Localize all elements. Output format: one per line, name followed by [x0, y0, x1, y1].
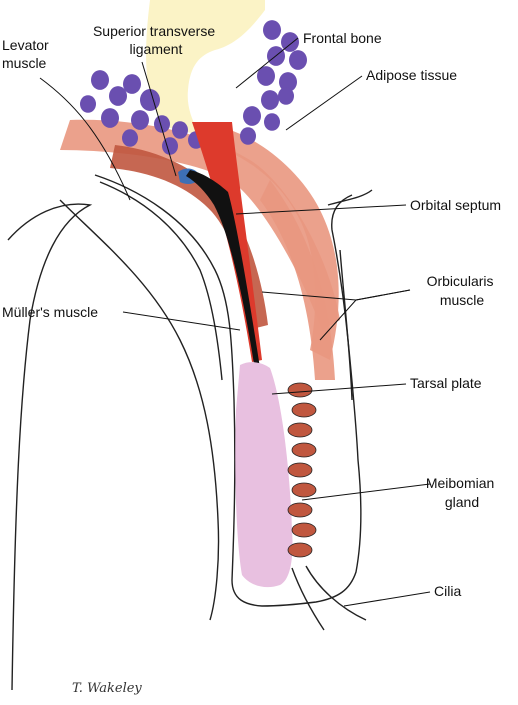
adipose-lobule	[240, 127, 256, 145]
adipose-lobule	[123, 74, 141, 94]
globe-outline	[59, 199, 220, 621]
adipose-lobule	[243, 106, 261, 126]
leader-adipose-tissue	[285, 75, 363, 131]
gland-lobule	[291, 402, 317, 418]
leader-meibomian-gland	[301, 483, 431, 501]
adipose-lobule	[91, 70, 109, 90]
cilia-shape	[291, 565, 367, 631]
label-meibomian-gland: Meibomian gland	[426, 475, 498, 510]
label-frontal-bone: Frontal bone	[303, 30, 382, 46]
label-orbital-septum: Orbital septum	[410, 197, 501, 213]
gland-lobule	[287, 422, 313, 438]
frontal-bone-shape	[146, 0, 265, 135]
label-tarsal-plate: Tarsal plate	[410, 375, 482, 391]
adipose-lobule	[257, 66, 275, 86]
gland-lobule	[287, 502, 313, 518]
leader-superior-transverse-ligament	[141, 61, 177, 177]
gland-lobule	[291, 522, 317, 538]
adipose-lobule	[263, 20, 281, 40]
label-superior-transverse-ligament: Superior transverse ligament	[93, 23, 219, 57]
leader-cilia	[343, 591, 431, 607]
gland-lobule	[291, 482, 317, 498]
label-mullers-muscle: Müller's muscle	[2, 304, 98, 320]
artist-signature: T. Wakeley	[72, 681, 142, 696]
adipose-lobule	[140, 89, 160, 111]
adipose-lobule	[278, 87, 294, 105]
adipose-lobule	[172, 121, 188, 139]
leader-frontal-bone	[235, 37, 299, 89]
adipose-lobule	[281, 32, 299, 52]
gland-lobule	[291, 442, 317, 458]
label-cilia: Cilia	[434, 583, 461, 599]
leader-levator	[39, 77, 131, 201]
adipose-tissue-shape	[80, 20, 307, 155]
tarsal-plate-shape	[235, 362, 293, 588]
leader-mullers-muscle	[122, 311, 241, 331]
adipose-lobule	[289, 50, 307, 70]
label-levator-muscle: Levator muscle	[2, 37, 53, 71]
label-adipose-tissue: Adipose tissue	[366, 67, 457, 83]
leader-lines	[39, 37, 431, 607]
orbicularis-muscle-shape	[60, 119, 340, 380]
adipose-lobule	[101, 108, 119, 128]
gland-lobule	[287, 382, 313, 398]
meibomian-gland-shape	[287, 382, 317, 558]
gland-lobule	[287, 462, 313, 478]
adipose-lobule	[131, 110, 149, 130]
eyelid-anterior-outline	[327, 189, 373, 401]
orbital-septum-shape	[186, 170, 260, 370]
adipose-lobule	[154, 115, 170, 133]
adipose-lobule	[162, 137, 178, 155]
leader-orbicularis-2	[319, 289, 411, 341]
cornea-curve	[7, 203, 93, 691]
adipose-lobule	[264, 113, 280, 131]
adipose-lobule	[261, 90, 279, 110]
leader-tarsal-plate	[271, 383, 407, 395]
gland-lobule	[287, 542, 313, 558]
label-orbicularis-muscle: Orbicularis muscle	[427, 273, 498, 308]
leader-orbital-septum	[235, 204, 407, 215]
adipose-lobule	[109, 86, 127, 106]
conjunctiva-outline	[99, 181, 223, 381]
adipose-lobule	[122, 129, 138, 147]
adipose-lobule	[279, 72, 297, 92]
adipose-lobule	[80, 95, 96, 113]
